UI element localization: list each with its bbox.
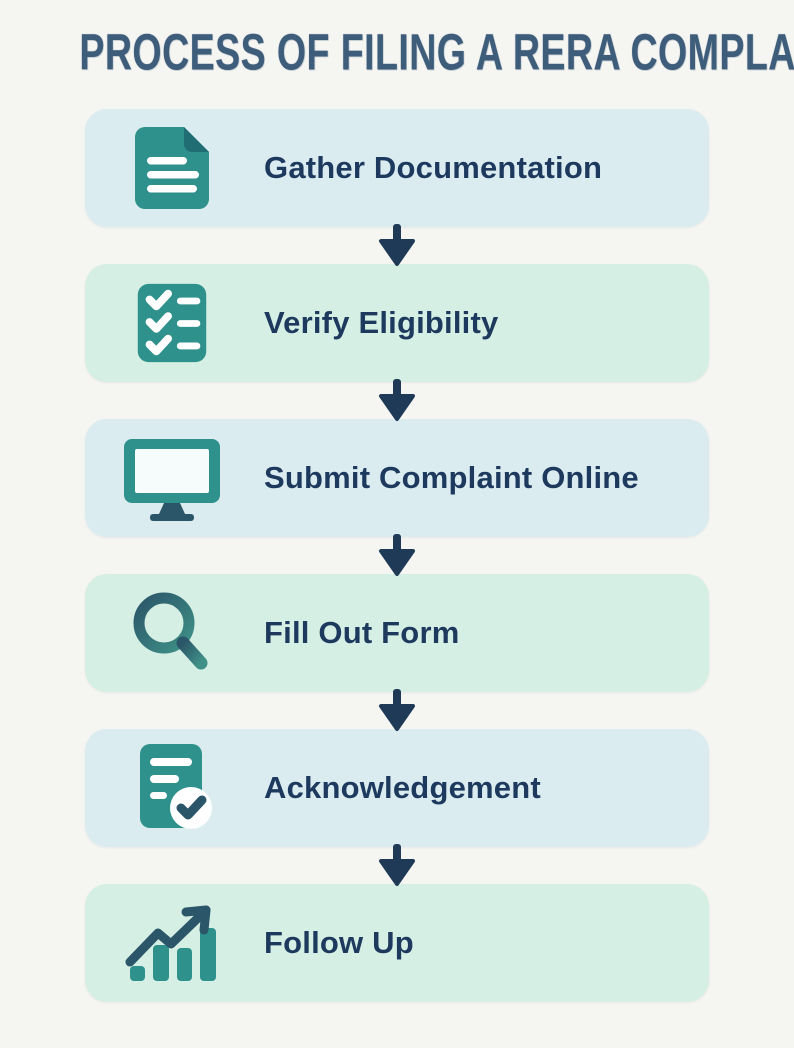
down-arrow-icon xyxy=(85,223,709,266)
step-label: Verify Eligibility xyxy=(264,305,499,340)
page-title: PROCESS OF FILING A RERA COMPLAINT xyxy=(79,22,794,81)
down-arrow-icon xyxy=(85,688,709,731)
process-flow: Gather Documentation Verif xyxy=(85,109,709,1002)
search-icon xyxy=(119,587,224,679)
down-arrow-icon xyxy=(85,533,709,576)
growth-chart-icon xyxy=(119,898,224,988)
document-check-icon xyxy=(119,740,224,836)
monitor-icon xyxy=(119,433,224,523)
step-label: Acknowledgement xyxy=(264,770,541,805)
down-arrow-icon xyxy=(85,843,709,886)
step-label: Fill Out Form xyxy=(264,615,460,650)
step-label: Gather Documentation xyxy=(264,150,603,185)
step-label: Submit Complaint Online xyxy=(264,460,639,495)
step-card-gather-documentation: Gather Documentation xyxy=(85,109,709,227)
step-card-submit-complaint-online: Submit Complaint Online xyxy=(85,419,709,537)
infographic-page: PROCESS OF FILING A RERA COMPLAINT Gathe… xyxy=(0,22,794,1048)
step-card-fill-out-form: Fill Out Form xyxy=(85,574,709,692)
step-card-verify-eligibility: Verify Eligibility xyxy=(85,264,709,382)
document-icon xyxy=(119,123,224,213)
step-card-follow-up: Follow Up xyxy=(85,884,709,1002)
step-label: Follow Up xyxy=(264,925,414,960)
down-arrow-icon xyxy=(85,378,709,421)
checklist-icon xyxy=(119,279,224,367)
step-card-acknowledgement: Acknowledgement xyxy=(85,729,709,847)
